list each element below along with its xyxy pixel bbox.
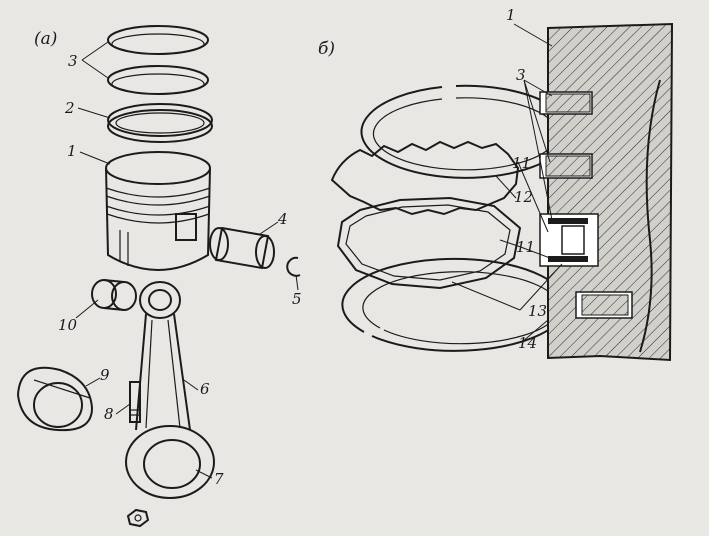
compression-ring-top [107,25,209,55]
snap-ring [286,256,301,277]
nut [126,508,150,528]
label-10-bushing: 10 [58,316,78,334]
label-1-piston: 1 [67,142,77,160]
piston-section [539,22,674,362]
label-11-lower: 11 [516,238,535,256]
compression-ring-bottom [107,65,209,95]
label-6-rod: 6 [200,380,210,398]
label-14: 14 [518,334,537,352]
label-9-shells: 9 [100,366,110,384]
axial-expander [330,140,520,216]
label-2-oil-ring: 2 [64,99,75,117]
label-12-expander: 12 [514,188,533,206]
connecting-rod [125,281,215,499]
label-3-rings: 3 [68,52,78,70]
label-8-bolt: 8 [104,405,114,423]
flat-steel-ring-bottom [341,257,568,352]
piston-pin [209,226,275,270]
oil-control-ring [107,103,213,143]
bearing-shells [16,366,94,432]
flat-steel-ring-top [360,84,571,179]
panel-a-label: (a) [34,29,57,49]
label-13: 13 [528,302,547,320]
piston [105,151,211,271]
panel-b-label: б) [318,39,335,59]
label-4-pin: 4 [277,210,288,228]
label-1-section: 1 [506,6,516,24]
label-3-grooves: 3 [516,66,526,84]
label-11-upper: 11 [512,154,531,172]
label-5-snap-ring: 5 [292,290,302,308]
panel-a: (a) 3 2 1 4 5 10 9 6 8 7 [16,25,302,528]
connecting-rod-bolt [129,381,141,423]
panel-b: б) 1 3 11 12 11 13 14 [318,6,674,362]
radial-expander [336,196,522,290]
label-7-cap: 7 [214,470,224,488]
connecting-rod-bushing [91,279,137,311]
